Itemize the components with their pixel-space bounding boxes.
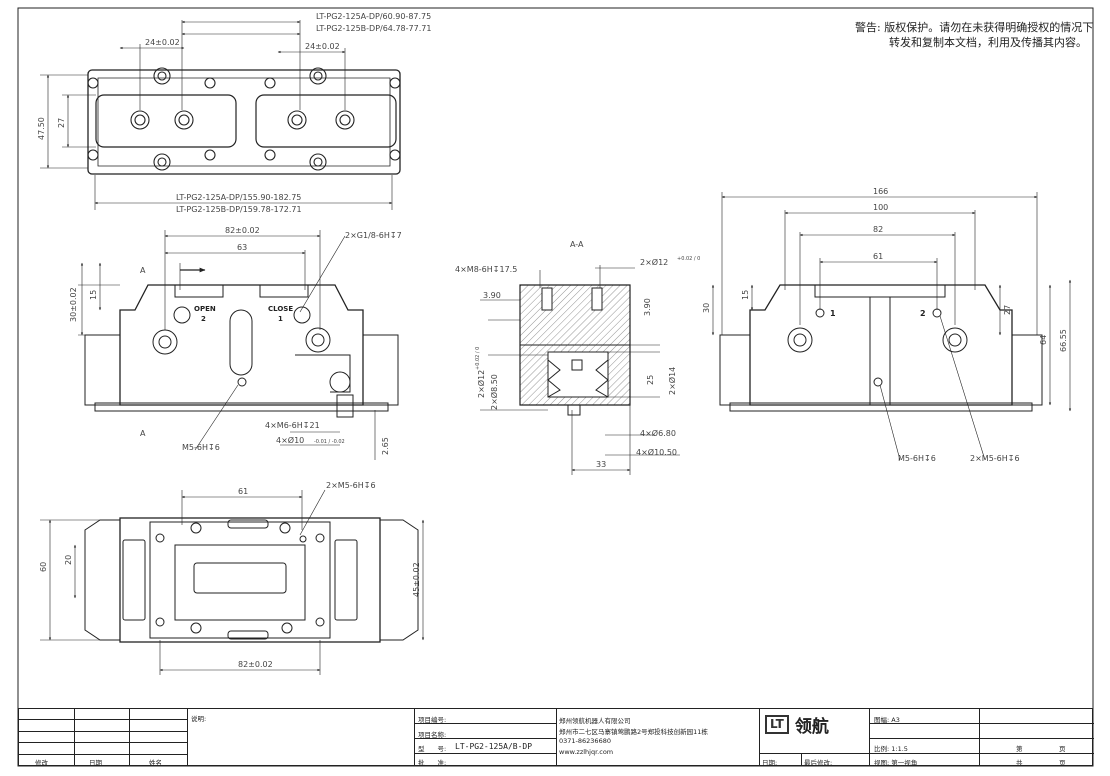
d14-label: 2×Ø14 [667, 367, 677, 395]
d12b-label: 2×Ø12 [476, 370, 486, 398]
logo-text: 领航 [794, 717, 829, 737]
side-view-labels: 166 100 82 61 30 15 27 64 66.55 1 2 M5-6… [702, 187, 1068, 463]
date-header: 日期 [89, 759, 102, 767]
section-a-bottom: A [140, 429, 146, 438]
sheet-frame [17, 7, 1094, 767]
approve-label: 批 准: [418, 759, 447, 767]
close-label: CLOSE [268, 305, 293, 313]
d25-label: 25 [646, 375, 655, 385]
d20-label: 20 [64, 555, 73, 565]
d166-label: 166 [873, 187, 888, 196]
dim-a-label: LT-PG2-125A-DP/60.90-87.75 [316, 12, 431, 21]
bottom-m5-label: 2×M5-6H↧6 [326, 481, 376, 490]
d64-label: 64 [1039, 335, 1048, 345]
date-label: 日期: [762, 759, 778, 767]
bottom-b-label: LT-PG2-125B-DP/159.78-172.71 [176, 205, 302, 214]
section-title: A-A [570, 240, 584, 249]
front-view [78, 230, 399, 460]
d390a-label: 3.90 [483, 291, 501, 300]
company-website: www.zzlhjqr.com [559, 748, 614, 756]
d15-label: 15 [89, 290, 98, 300]
total-prefix: 共 [1016, 759, 1023, 767]
notice-line-1: 警告: 版权保护。请勿在未获得明确授权的情况下 [855, 21, 1094, 34]
jaw2-label: 24±0.02 [305, 42, 340, 51]
bottom-view [40, 489, 425, 675]
h-inner-label: 27 [57, 118, 66, 128]
company-name: 郑州领航机器人有限公司 [559, 717, 631, 725]
side-m5b-label: 2×M5-6H↧6 [970, 454, 1020, 463]
project-name-label: 项目名称: [418, 731, 447, 739]
d12-tolerance: +0.02 / 0 [677, 256, 700, 262]
total-suffix: 页 [1059, 759, 1066, 767]
project-number-label: 项目编号: [418, 716, 447, 724]
d1050-label: 4×Ø10.50 [636, 447, 677, 457]
m5-label: M5-6H↧6 [182, 443, 220, 452]
m8-label: 4×M8-6H↧17.5 [455, 265, 517, 274]
d6655-label: 66.55 [1059, 329, 1068, 352]
d100-label: 100 [873, 203, 888, 212]
d82-side-label: 82 [873, 225, 883, 234]
close-port-number: 1 [278, 315, 283, 323]
d390b-label: 3.90 [643, 298, 652, 316]
d27-label: 27 [1003, 305, 1012, 315]
scale-label: 比例: 1:1.5 [874, 745, 908, 753]
d33-label: 33 [596, 460, 606, 469]
section-view [480, 265, 680, 475]
revision-header: 修改 [35, 759, 48, 767]
d680-label: 4×Ø6.80 [640, 428, 676, 438]
model-label: 型 号: [418, 745, 447, 753]
side-port-1: 1 [830, 309, 836, 318]
bottom-a-label: LT-PG2-125A-DP/155.90-182.75 [176, 193, 301, 202]
d45-label: 45±0.02 [412, 562, 421, 597]
d12b-tolerance: +0.02 / 0 [475, 347, 481, 370]
section-a-top: A [140, 266, 146, 275]
top-view-labels: LT-PG2-125A-DP/60.90-87.75 LT-PG2-125B-D… [37, 12, 431, 214]
title-block: 说明: 项目编号: 项目名称: 型 号: LT-PG2-125A/B-DP 批 … [18, 708, 1094, 767]
company-phone: 0371-86236680 [559, 737, 611, 745]
bottom-view-labels: 61 2×M5-6H↧6 60 20 45±0.02 82±0.02 [39, 481, 421, 669]
note-label: 说明: [191, 715, 207, 723]
d15-side-label: 15 [741, 290, 750, 300]
page-prefix: 第 [1016, 745, 1023, 753]
d60-label: 60 [39, 562, 48, 572]
open-label: OPEN [194, 305, 216, 313]
d61-side-label: 61 [873, 252, 883, 261]
page-suffix: 页 [1059, 745, 1066, 753]
side-port-2: 2 [920, 309, 926, 318]
logo-mark: LT [765, 715, 789, 734]
top-view [40, 20, 401, 210]
m6-label: 4×M6-6H↧21 [265, 421, 320, 430]
d10-tolerance: -0.01 / -0.02 [314, 439, 345, 445]
d30-label: 30±0.02 [69, 287, 78, 322]
front-view-labels: 82±0.02 63 2×G1/8-6H↧7 A A 30±0.02 15 OP… [69, 226, 402, 455]
d265-label: 2.65 [381, 437, 390, 455]
bottom-d82-label: 82±0.02 [238, 660, 273, 669]
jaw1-label: 24±0.02 [145, 38, 180, 47]
side-view [711, 192, 1072, 461]
section-view-labels: A-A 4×M8-6H↧17.5 2×Ø12 +0.02 / 0 3.90 3.… [455, 240, 700, 469]
copyright-notice: 警告: 版权保护。请勿在未获得明确授权的情况下 转发和复制本文档，利用及传播其内… [855, 20, 1093, 50]
model-value: LT-PG2-125A/B-DP [455, 742, 533, 751]
d12-label: 2×Ø12 [640, 257, 668, 267]
side-m5-label: M5-6H↧6 [898, 454, 936, 463]
port-label: 2×G1/8-6H↧7 [345, 231, 402, 240]
dim-b-label: LT-PG2-125B-DP/64.78-77.71 [316, 24, 431, 33]
d30-side-label: 30 [702, 303, 711, 313]
d82-label: 82±0.02 [225, 226, 260, 235]
sheet-size: 图幅: A3 [874, 716, 900, 724]
h-total-label: 47.50 [37, 117, 46, 140]
view-label: 视图: 第一视角 [874, 759, 918, 767]
d63-label: 63 [237, 243, 247, 252]
company-logo: LT 领航 [765, 712, 829, 737]
d10-label: 4×Ø10 [276, 435, 304, 445]
company-address: 郑州市二七区马寨镇莺鹏路2号郑投科技创新园11栋 [559, 728, 708, 736]
d61-label: 61 [238, 487, 248, 496]
d850-label: 2×Ø8.50 [489, 374, 499, 410]
notice-line-2: 转发和复制本文档，利用及传播其内容。 [889, 36, 1087, 49]
name-header: 姓名 [149, 759, 162, 767]
open-port-number: 2 [201, 315, 206, 323]
last-modified-label: 最后修改: [804, 759, 833, 767]
